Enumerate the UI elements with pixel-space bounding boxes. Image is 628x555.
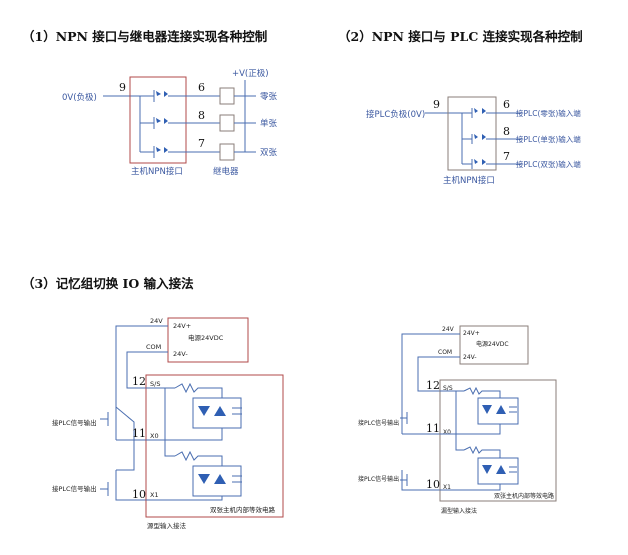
negative-pole-label: 0V(负极) bbox=[62, 92, 97, 103]
plc-signal-output-1: 接PLC信号输出 bbox=[52, 418, 97, 427]
npn-interface-label: 主机NPN接口 bbox=[131, 166, 183, 177]
pin-7: 7 bbox=[503, 150, 510, 163]
pin-11: 11 bbox=[426, 422, 440, 435]
diagram-source-input: 24V+ 电源24VDC 24V- 24V COM 接PLC信号输出 接PLC信… bbox=[52, 317, 284, 530]
internal-circuit-label: 双张主机内部等效电路 bbox=[494, 492, 554, 500]
pin-6: 6 bbox=[503, 98, 510, 111]
label-x1: X1 bbox=[443, 484, 451, 491]
plc-negative-label: 接PLC负极(0V) bbox=[366, 109, 425, 120]
ps-negative-label: 24V- bbox=[173, 350, 188, 358]
heading-npn-relay: （1）NPN 接口与继电器连接实现各种控制 bbox=[22, 29, 268, 44]
pin-10: 10 bbox=[426, 478, 440, 491]
plc-output-transistor-2 bbox=[100, 482, 109, 496]
plc-output-transistor-1 bbox=[400, 412, 408, 424]
label-com: COM bbox=[146, 343, 161, 351]
diagram-sink-input: 24V+ 电源24VDC 24V- 24V COM 接PLC信号输出 接PLC信… bbox=[358, 325, 557, 515]
ps-positive-label: 24V+ bbox=[173, 322, 191, 330]
diode-icon bbox=[496, 405, 506, 414]
heading-npn-plc: （2）NPN 接口与 PLC 连接实现各种控制 bbox=[338, 29, 583, 44]
diagram-npn-plc: 接PLC负极(0V) 9 6 8 7 接PLC(零张)输入端 接PLC(单张)输… bbox=[366, 96, 581, 186]
label-24v: 24V bbox=[442, 326, 455, 333]
output-double-sheet: 双张 bbox=[260, 148, 278, 158]
plc-signal-output-2: 接PLC信号输出 bbox=[358, 475, 399, 483]
npn-transistor-3 bbox=[140, 146, 180, 158]
ps-positive-label: 24V+ bbox=[463, 330, 480, 337]
relay-coil-2 bbox=[219, 114, 235, 132]
npn-transistor-2 bbox=[140, 117, 180, 129]
pin-12: 12 bbox=[426, 379, 440, 392]
label-com: COM bbox=[438, 349, 452, 356]
npn-transistor-1 bbox=[140, 90, 180, 102]
relay-coil-1 bbox=[219, 87, 235, 105]
npn-interface-label: 主机NPN接口 bbox=[443, 175, 495, 186]
ps-label: 电源24VDC bbox=[476, 340, 509, 348]
sink-input-caption: 漏型输入接法 bbox=[441, 507, 477, 515]
npn-transistor-3 bbox=[462, 159, 486, 169]
pin-7: 7 bbox=[198, 137, 205, 150]
power-supply-box bbox=[459, 325, 529, 365]
pin-10: 10 bbox=[132, 488, 146, 501]
diagram-npn-relay: 0V(负极) 9 6 8 7 bbox=[62, 68, 278, 177]
npn-transistor-2 bbox=[462, 134, 486, 144]
relay-label: 继电器 bbox=[213, 166, 239, 177]
pin-11: 11 bbox=[132, 427, 146, 440]
internal-equivalent-circuit-box bbox=[439, 379, 557, 502]
plc-signal-output-2: 接PLC信号输出 bbox=[52, 484, 97, 493]
plc-output-transistor-2 bbox=[400, 474, 408, 486]
power-supply-box bbox=[167, 317, 249, 363]
pin-9: 9 bbox=[119, 81, 126, 94]
optocoupler-1 bbox=[477, 397, 519, 425]
diode-icon bbox=[198, 406, 210, 416]
label-24v: 24V bbox=[150, 317, 163, 325]
plc-single-input: 接PLC(单张)输入端 bbox=[516, 134, 581, 144]
optocoupler-2 bbox=[477, 457, 519, 485]
output-zero-sheet: 零张 bbox=[260, 92, 278, 102]
diode-icon bbox=[214, 474, 226, 484]
pin-6: 6 bbox=[198, 81, 205, 94]
plc-output-transistor-1 bbox=[100, 412, 109, 426]
ps-label: 电源24VDC bbox=[188, 333, 224, 342]
relay-coil-3 bbox=[219, 143, 235, 161]
positive-pole-label: +V(正极) bbox=[232, 68, 269, 79]
plc-double-input: 接PLC(双张)输入端 bbox=[516, 159, 581, 169]
npn-transistor-1 bbox=[462, 108, 486, 118]
diode-icon bbox=[214, 406, 226, 416]
pin-8: 8 bbox=[198, 109, 205, 122]
plc-zero-input: 接PLC(零张)输入端 bbox=[516, 108, 581, 118]
npn-interface-box bbox=[447, 96, 497, 171]
diode-icon bbox=[496, 465, 506, 474]
optocoupler-1 bbox=[192, 397, 242, 429]
plc-signal-output-1: 接PLC信号输出 bbox=[358, 419, 399, 427]
optocoupler-2 bbox=[192, 465, 242, 497]
internal-equivalent-circuit-box bbox=[145, 374, 284, 518]
heading-memory-group-io: （3）记忆组切换 IO 输入接法 bbox=[22, 276, 194, 291]
pin-8: 8 bbox=[503, 125, 510, 138]
pin-12: 12 bbox=[132, 375, 146, 388]
diode-icon bbox=[198, 474, 210, 484]
label-x0: X0 bbox=[443, 429, 451, 436]
internal-circuit-label: 双张主机内部等效电路 bbox=[210, 505, 276, 514]
source-input-caption: 源型输入接法 bbox=[147, 521, 187, 530]
ps-negative-label: 24V- bbox=[463, 354, 477, 361]
label-ss: S/S bbox=[150, 380, 160, 388]
pin-9: 9 bbox=[433, 98, 440, 111]
diode-icon bbox=[482, 405, 492, 414]
output-single-sheet: 单张 bbox=[260, 118, 278, 129]
label-x1: X1 bbox=[150, 491, 159, 499]
npn-interface-box bbox=[129, 76, 187, 164]
label-x0: X0 bbox=[150, 432, 159, 440]
diode-icon bbox=[482, 465, 492, 474]
label-ss: S/S bbox=[443, 385, 453, 392]
